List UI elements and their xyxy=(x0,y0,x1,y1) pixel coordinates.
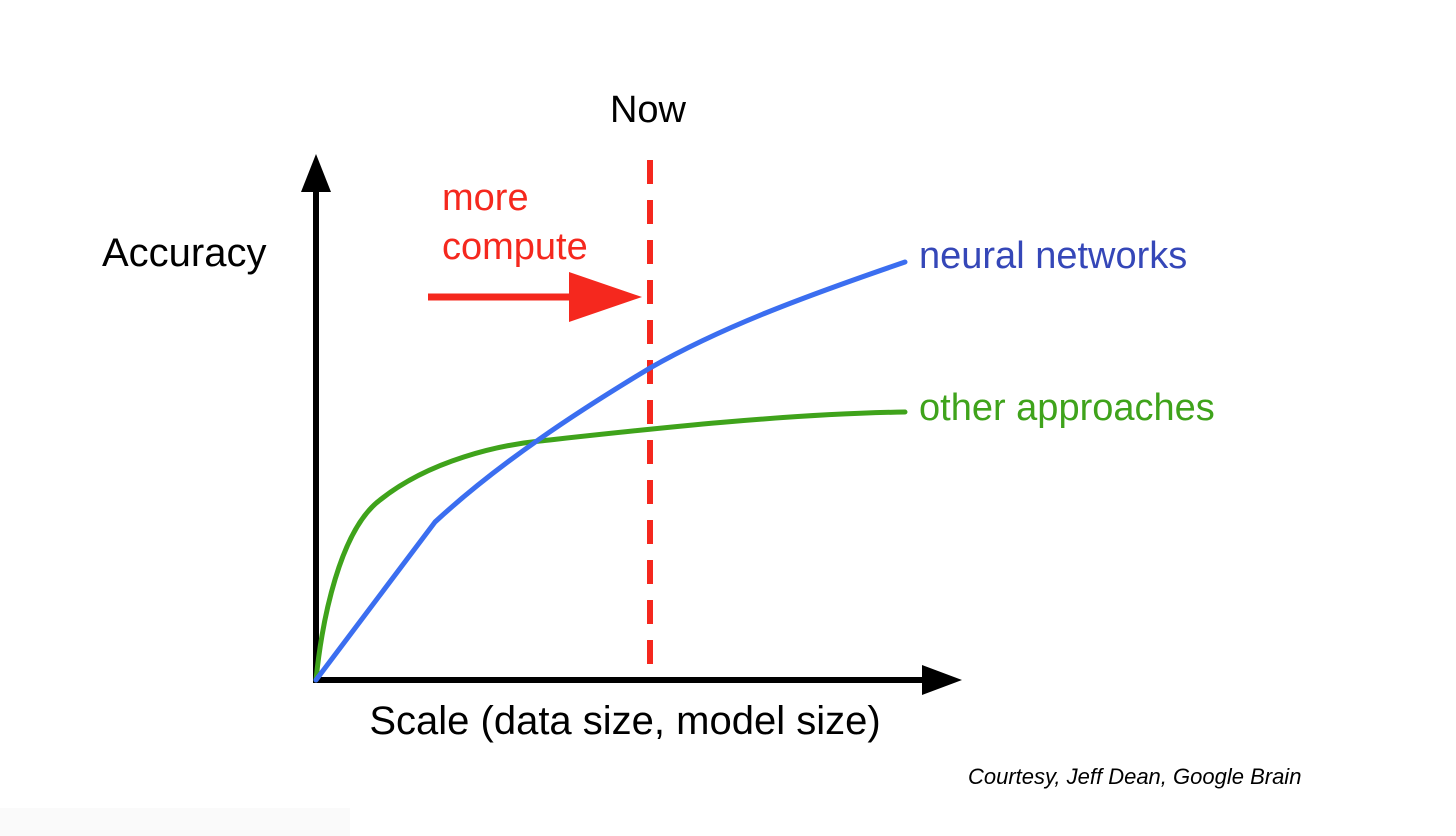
neural-networks-label: neural networks xyxy=(919,235,1187,277)
x-axis-label: Scale (data size, model size) xyxy=(369,699,880,743)
y-axis-arrowhead xyxy=(301,154,331,192)
neural-networks-curve xyxy=(313,259,908,683)
credit-footnote: Courtesy, Jeff Dean, Google Brain xyxy=(968,764,1302,789)
x-axis-arrowhead xyxy=(922,665,962,695)
arrow-label-line-2: compute xyxy=(442,226,588,268)
arrow-label-line-1: more xyxy=(442,177,529,219)
corner-shade xyxy=(0,808,350,836)
more-compute-arrow xyxy=(428,272,642,322)
arrow-head xyxy=(569,272,642,322)
other-approaches-label: other approaches xyxy=(919,387,1215,429)
other-approaches-curve xyxy=(313,409,908,683)
y-axis-label: Accuracy xyxy=(102,231,267,275)
now-label: Now xyxy=(610,89,687,131)
axes xyxy=(301,154,962,695)
